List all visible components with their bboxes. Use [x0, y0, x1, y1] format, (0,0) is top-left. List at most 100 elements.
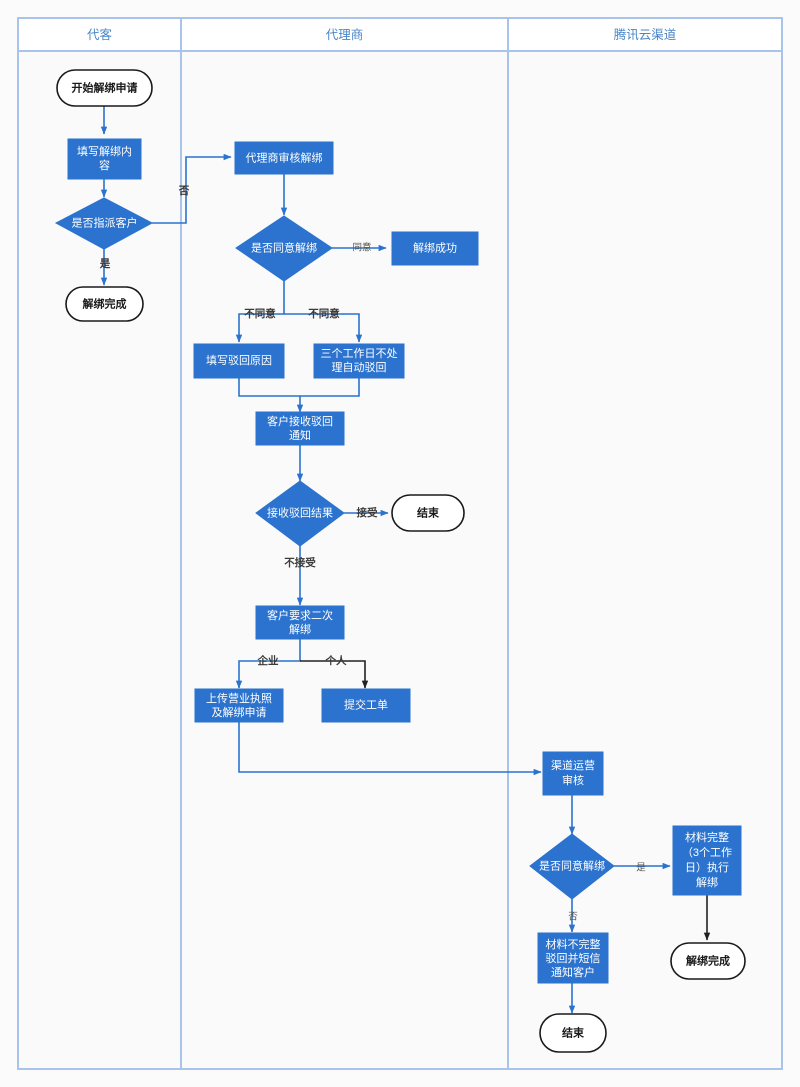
node-label-line2: 理自动驳回: [332, 361, 387, 374]
decision-shape: [54, 197, 154, 250]
node-label: 提交工单: [344, 697, 388, 711]
node-decision-assign-customer[interactable]: 是否指派客户: [54, 197, 154, 250]
lane-outer-border: [17, 17, 783, 1070]
node-label: 结束: [416, 505, 440, 519]
node-upload-license-and-application[interactable]: 上传营业执照 及解绑申请: [194, 688, 284, 723]
node-unbind-complete-tencent[interactable]: 解绑完成: [670, 942, 746, 980]
node-label-line1: 材料不完整: [546, 937, 601, 951]
edge-labels: 否 是 同意 不同意 不同意 接受 不接受 企业 个人 是 否: [99, 185, 646, 923]
terminator-shape: [670, 942, 746, 980]
edge-label-geren: 个人: [325, 654, 347, 667]
node-label: 是否同意解绑: [539, 858, 605, 872]
node-agent-review-unbind[interactable]: 代理商审核解绑: [234, 141, 334, 175]
node-label-line1: 客户要求二次: [267, 608, 333, 622]
edge-n13-n15: [300, 660, 369, 689]
lane-header-band: [17, 17, 783, 52]
node-label: 解绑完成: [83, 296, 127, 310]
process-shape: [255, 411, 345, 446]
edge-n14-n16: [238, 722, 542, 776]
node-label: 填写驳回原因: [206, 353, 272, 367]
node-fill-unbind-content[interactable]: 填写解绑内 容: [67, 138, 142, 180]
edge-n6-n8: [235, 281, 285, 343]
node-label-line2: （3个工作: [682, 846, 732, 859]
node-label-line1: 三个工作日不处: [321, 347, 398, 360]
edge-label-bujieshou: 不接受: [284, 556, 316, 569]
connectors: [100, 106, 711, 1014]
node-label-line3: 日）执行: [685, 860, 729, 874]
node-label: 代理商审核解绑: [246, 150, 323, 164]
node-decision-agree-unbind-agent[interactable]: 是否同意解绑: [235, 215, 333, 282]
edge-label-tongyi: 同意: [352, 242, 371, 254]
decision-shape: [529, 833, 615, 900]
node-label-line1: 上传营业执照: [206, 691, 272, 705]
node-label-line3: 通知客户: [551, 965, 595, 979]
process-shape: [542, 751, 604, 796]
node-start-unbind-request[interactable]: 开始解绑申请: [56, 69, 153, 107]
edge-label-shi-tencent: 是: [636, 863, 646, 874]
decision-shape: [235, 215, 333, 282]
node-label-line1: 渠道运营: [551, 758, 595, 772]
node-channel-operation-review[interactable]: 渠道运营 审核: [542, 751, 604, 796]
edge-n9-join: [300, 378, 360, 397]
edge-n13-n14: [235, 638, 301, 689]
node-label: 解绑成功: [413, 240, 457, 254]
node-label-line1: 填写解绑内: [77, 144, 132, 158]
lane-title-agent: 代理商: [326, 27, 364, 42]
node-customer-request-second-unbind[interactable]: 客户要求二次 解绑: [255, 605, 345, 640]
lane-title-tencent: 腾讯云渠道: [614, 27, 677, 42]
process-shape: [194, 688, 284, 723]
node-label: 是否同意解绑: [251, 240, 317, 254]
swimlane-frame: [17, 17, 783, 1070]
node-label: 开始解绑申请: [72, 80, 138, 94]
decision-shape: [255, 480, 345, 547]
node-decision-receive-reject-result[interactable]: 接收驳回结果: [255, 480, 345, 547]
process-shape: [67, 138, 142, 180]
edge-label-shi-assign: 是: [99, 258, 111, 270]
node-label: 接收驳回结果: [267, 505, 333, 519]
edge-n8-n10: [238, 378, 304, 413]
terminator-shape: [391, 494, 465, 532]
node-unbind-success[interactable]: 解绑成功: [391, 231, 479, 266]
process-shape: [672, 825, 742, 896]
edge-label-fou-assign: 否: [178, 185, 190, 197]
edge-n3-n5: [152, 153, 232, 224]
node-auto-reject-three-days[interactable]: 三个工作日不处 理自动驳回: [313, 343, 405, 379]
edge-label-qiye: 企业: [257, 654, 279, 667]
process-shape: [321, 688, 411, 723]
node-decision-agree-unbind-tencent[interactable]: 是否同意解绑: [529, 833, 615, 900]
edge-label-fou-tencent: 否: [568, 912, 578, 923]
node-end-tencent[interactable]: 结束: [539, 1013, 607, 1053]
node-label-line2: 通知: [289, 428, 311, 442]
node-materials-incomplete-reject-sms[interactable]: 材料不完整 驳回并短信 通知客户: [537, 932, 609, 984]
node-customer-receive-reject-notice[interactable]: 客户接收驳回 通知: [255, 411, 345, 446]
process-shape: [255, 605, 345, 640]
terminator-shape: [539, 1013, 607, 1053]
node-label: 结束: [561, 1025, 585, 1039]
terminator-shape: [65, 286, 144, 322]
node-label-line2: 驳回并短信: [546, 951, 601, 965]
process-shape: [234, 141, 334, 175]
node-label: 是否指派客户: [72, 215, 138, 229]
node-label-line1: 材料完整: [685, 830, 729, 844]
process-shape: [313, 343, 405, 379]
node-fill-reject-reason[interactable]: 填写驳回原因: [193, 343, 285, 379]
node-label-line2: 审核: [562, 773, 584, 787]
process-shape: [537, 932, 609, 984]
lane-title-customer: 代客: [87, 27, 113, 42]
edge-label-butongyi-left: 不同意: [244, 307, 276, 320]
process-shape: [391, 231, 479, 266]
node-label-line1: 客户接收驳回: [267, 414, 333, 428]
process-shape: [193, 343, 285, 379]
node-end-agent[interactable]: 结束: [391, 494, 465, 532]
node-label-line2: 容: [99, 158, 110, 172]
edge-label-jieshou: 接受: [357, 506, 378, 519]
terminator-shape: [56, 69, 153, 107]
node-label-line4: 解绑: [696, 875, 718, 889]
node-submit-ticket[interactable]: 提交工单: [321, 688, 411, 723]
node-unbind-complete-customer[interactable]: 解绑完成: [65, 286, 144, 322]
node-materials-complete-execute-unbind[interactable]: 材料完整 （3个工作 日）执行 解绑: [672, 825, 742, 896]
node-label: 解绑完成: [686, 953, 730, 967]
edge-label-butongyi-right: 不同意: [308, 307, 340, 320]
